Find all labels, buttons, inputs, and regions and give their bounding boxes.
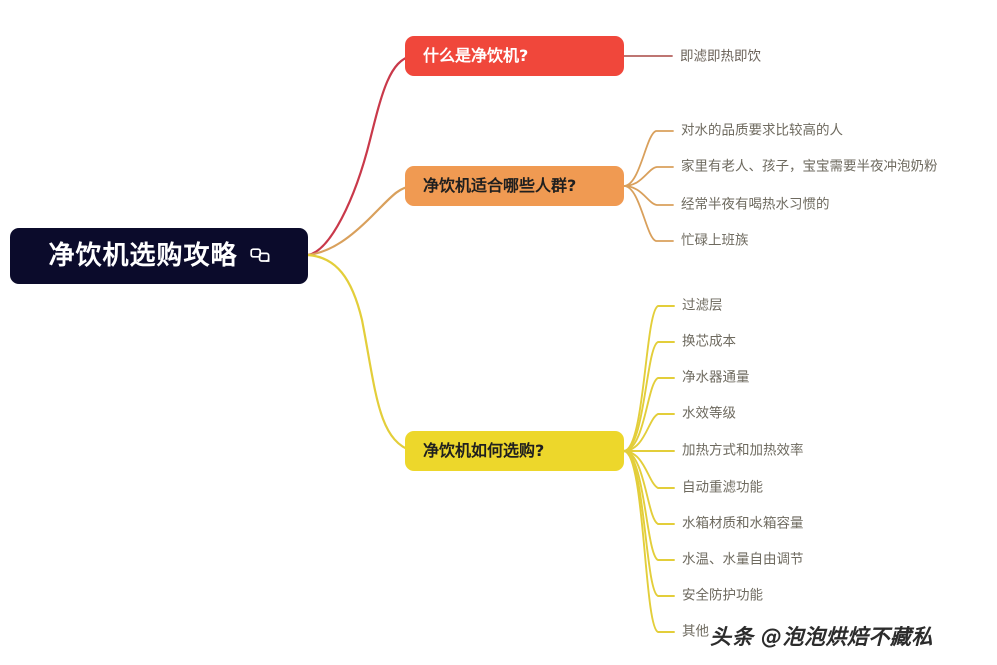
edge-how-to-choose-leaf-6 <box>623 450 675 525</box>
leaf-how-to-choose-4[interactable]: 加热方式和加热效率 <box>682 442 804 459</box>
edge-how-to-choose-leaf-5 <box>623 450 675 489</box>
edge-how-to-choose-leaf-3 <box>623 413 675 452</box>
edge-who-for-leaf-3 <box>623 185 674 242</box>
edge-how-to-choose-leaf-7 <box>623 450 675 561</box>
edge-how-to-choose-leaf-0 <box>623 305 675 452</box>
branch-node-what-is[interactable]: 什么是净饮机? <box>405 36 624 76</box>
leaf-who-for-2[interactable]: 经常半夜有喝热水习惯的 <box>681 196 830 213</box>
edge-who-for-leaf-2 <box>623 185 674 206</box>
leaf-what-is-0[interactable]: 即滤即热即饮 <box>680 48 761 65</box>
leaf-how-to-choose-5[interactable]: 自动重滤功能 <box>682 479 763 496</box>
leaf-how-to-choose-8[interactable]: 安全防护功能 <box>682 587 763 604</box>
leaf-how-to-choose-1[interactable]: 换芯成本 <box>682 333 736 350</box>
edge-root-to-what-is <box>306 54 414 257</box>
edge-who-for-leaf-1 <box>623 166 674 187</box>
root-node[interactable]: 净饮机选购攻略 <box>10 228 308 284</box>
edge-how-to-choose-leaf-1 <box>623 341 675 452</box>
branch-label: 净饮机如何选购? <box>423 441 545 460</box>
leaf-who-for-3[interactable]: 忙碌上班族 <box>681 232 749 249</box>
branch-label: 什么是净饮机? <box>423 46 529 65</box>
watermark-brand: 头条 <box>710 625 754 649</box>
watermark: 头条 @泡泡烘焙不藏私 <box>710 621 933 651</box>
leaf-how-to-choose-0[interactable]: 过滤层 <box>682 297 723 314</box>
edge-who-for-leaf-0 <box>623 130 674 187</box>
leaf-how-to-choose-7[interactable]: 水温、水量自由调节 <box>682 551 804 568</box>
branch-node-how-to-choose[interactable]: 净饮机如何选购? <box>405 431 624 471</box>
branch-label: 净饮机适合哪些人群? <box>423 176 577 195</box>
leaf-how-to-choose-6[interactable]: 水箱材质和水箱容量 <box>682 515 804 532</box>
edge-root-to-who-for <box>306 184 414 257</box>
edge-how-to-choose-leaf-2 <box>623 377 675 452</box>
leaf-who-for-0[interactable]: 对水的品质要求比较高的人 <box>681 122 843 139</box>
leaf-how-to-choose-9[interactable]: 其他 <box>682 623 709 640</box>
link-nodes-icon <box>249 246 270 266</box>
leaf-how-to-choose-3[interactable]: 水效等级 <box>682 405 736 422</box>
leaf-who-for-1[interactable]: 家里有老人、孩子，宝宝需要半夜冲泡奶粉 <box>681 158 938 175</box>
watermark-handle: @泡泡烘焙不藏私 <box>761 625 933 649</box>
edge-how-to-choose-leaf-8 <box>623 450 675 597</box>
leaf-how-to-choose-2[interactable]: 净水器通量 <box>682 369 750 386</box>
root-node-label: 净饮机选购攻略 <box>48 241 238 271</box>
edge-how-to-choose-leaf-9 <box>623 450 675 633</box>
edge-root-to-how-to-choose <box>306 253 414 453</box>
branch-node-who-for[interactable]: 净饮机适合哪些人群? <box>405 166 624 206</box>
